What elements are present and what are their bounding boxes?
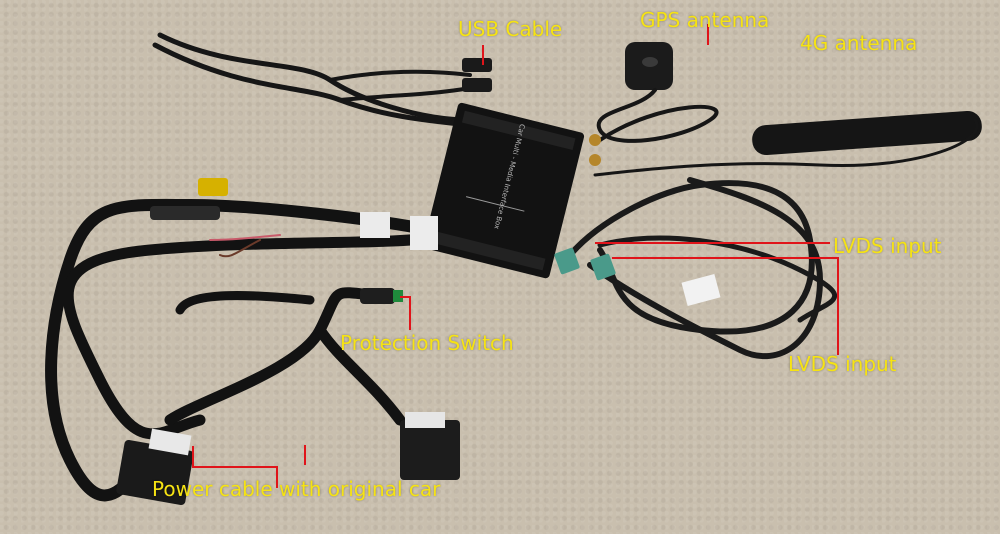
gps-antenna (589, 42, 719, 166)
label-4g-antenna: 4G antenna (800, 31, 918, 55)
label-power-cable: Power cable with original car (152, 477, 441, 501)
lvds-connector-icon (554, 247, 580, 275)
lvds-connector-icon (590, 253, 616, 281)
label-lvds-input-1: LVDS input (833, 234, 942, 258)
qr-sticker (681, 274, 721, 306)
label-protection-switch: Protection Switch (340, 331, 514, 355)
usb-plug-icon (462, 58, 492, 72)
wiring-harness (45, 178, 438, 502)
car-connector-right (400, 412, 460, 480)
antenna-4g (593, 110, 982, 177)
interface-box: Car Multi - Media Interface Box (423, 102, 585, 279)
lvds-cables (554, 177, 838, 360)
usb-cable (152, 32, 492, 128)
car-connector-left (116, 428, 194, 506)
usb-plug-icon (462, 78, 492, 92)
label-usb-cable: USB Cable (458, 17, 563, 41)
pointer-lines (192, 24, 839, 488)
label-lvds-input-2: LVDS input (788, 352, 897, 376)
label-gps-antenna: GPS antenna (640, 8, 770, 32)
